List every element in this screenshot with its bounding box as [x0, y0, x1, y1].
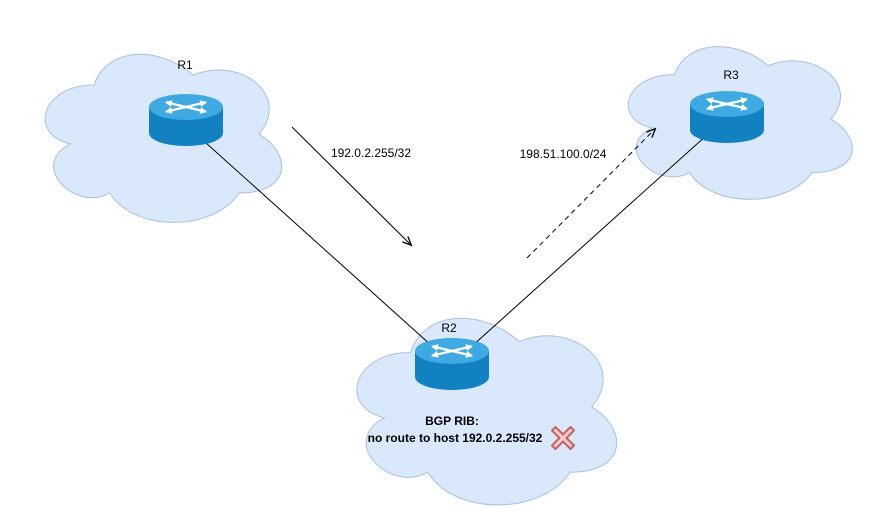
- router-r2-icon: [415, 338, 489, 390]
- x-shape: [551, 426, 575, 450]
- r1-label: R1: [177, 58, 193, 72]
- router-arrow-icon: [430, 344, 474, 358]
- link-r1-r2: [185, 124, 453, 365]
- r2-label: R2: [441, 321, 457, 335]
- cloud-r2: [357, 318, 617, 505]
- route-192-arrow: [291, 126, 411, 245]
- router-r3-icon: [690, 91, 764, 143]
- router-r1-icon: [149, 94, 223, 146]
- error-x-icon: [551, 426, 575, 450]
- bgp-rib-detail: no route to host 192.0.2.255/32: [368, 431, 543, 445]
- route-192-label: 192.0.2.255/32: [331, 146, 411, 160]
- route-198-label: 198.51.100.0/24: [520, 147, 607, 161]
- router-arrow-icon: [705, 97, 749, 111]
- route-198-dashed-arrow: [526, 129, 655, 259]
- router-arrow-icon: [164, 100, 208, 114]
- link-r2-r3: [451, 116, 728, 365]
- r3-label: R3: [723, 68, 739, 82]
- bgp-rib-heading: BGP RIB:: [425, 414, 479, 428]
